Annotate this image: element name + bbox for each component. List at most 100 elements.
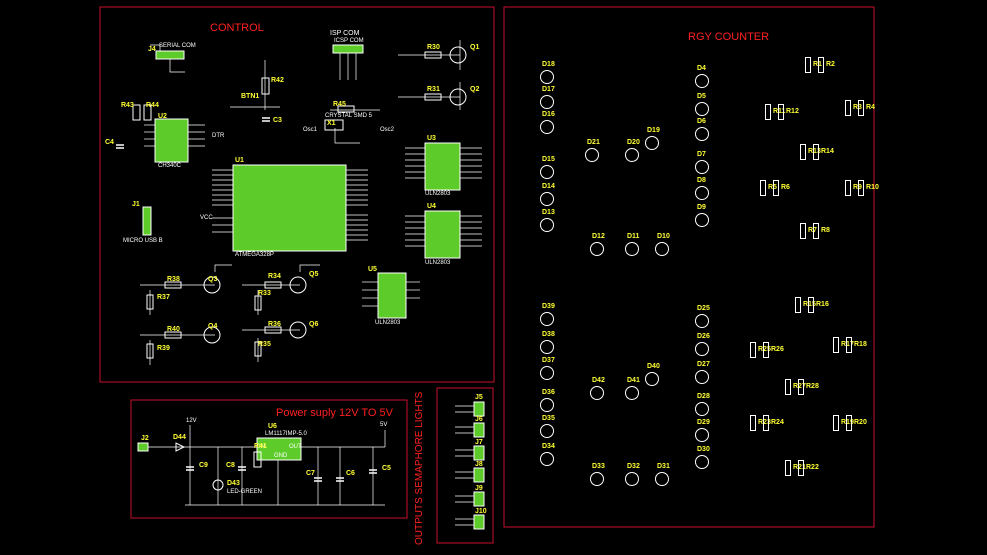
u6-in: IN bbox=[259, 444, 265, 450]
c9-ref: C9 bbox=[199, 462, 208, 469]
resistor-r16-ref: R16 bbox=[816, 301, 829, 308]
d43-part: LED-GREEN bbox=[227, 489, 263, 495]
resistor-r9 bbox=[845, 180, 851, 196]
resistor-r2 bbox=[818, 57, 824, 73]
resistor-r25-ref: R25 bbox=[758, 346, 771, 353]
x1-ref: X1 bbox=[327, 120, 336, 127]
led-d26 bbox=[695, 342, 709, 356]
led-d39 bbox=[540, 312, 554, 326]
resistor-r16 bbox=[808, 297, 814, 313]
resistor-r6-ref: R6 bbox=[781, 184, 790, 191]
isp-sub: ICSP COM bbox=[334, 38, 364, 44]
output-j5-ref: J5 bbox=[475, 394, 483, 401]
led-d26-ref: D26 bbox=[697, 333, 710, 340]
led-d27-ref: D27 bbox=[697, 361, 710, 368]
r40-ref: R40 bbox=[167, 326, 180, 333]
j2-ref: J2 bbox=[141, 435, 149, 442]
r42-ref: R42 bbox=[271, 77, 284, 84]
power-title: Power suply 12V TO 5V bbox=[276, 407, 393, 419]
output-j7-ref: J7 bbox=[475, 439, 483, 446]
led-d35 bbox=[540, 424, 554, 438]
q4-ref: Q4 bbox=[208, 323, 218, 330]
led-d14-ref: D14 bbox=[542, 183, 555, 190]
dtr-label: DTR bbox=[212, 133, 225, 139]
c8-ref: C8 bbox=[226, 462, 235, 469]
q6-ref: Q6 bbox=[309, 321, 319, 328]
led-d10 bbox=[655, 242, 669, 256]
resistor-r10 bbox=[858, 180, 864, 196]
led-d29 bbox=[695, 428, 709, 442]
vcc-label: VCC bbox=[200, 215, 213, 221]
u5-part: ULN2803 bbox=[375, 320, 401, 326]
led-d17 bbox=[540, 95, 554, 109]
c6-ref: C6 bbox=[346, 470, 355, 477]
led-d30 bbox=[695, 455, 709, 469]
resistor-r7 bbox=[800, 223, 806, 239]
u6-chip bbox=[256, 437, 302, 461]
isp-title: ISP COM bbox=[330, 30, 360, 37]
resistor-r14-ref: R14 bbox=[821, 148, 834, 155]
led-d41-ref: D41 bbox=[627, 377, 640, 384]
resistor-r5 bbox=[760, 180, 766, 196]
resistor-r7-ref: R7 bbox=[808, 227, 817, 234]
resistor-r24-ref: R24 bbox=[771, 419, 784, 426]
u2-chip bbox=[154, 118, 189, 163]
resistor-r17 bbox=[833, 337, 839, 353]
led-d40-ref: D40 bbox=[647, 363, 660, 370]
resistor-r15 bbox=[795, 297, 801, 313]
led-d39-ref: D39 bbox=[542, 303, 555, 310]
led-d6-ref: D6 bbox=[697, 118, 706, 125]
r30-ref: R30 bbox=[427, 44, 440, 51]
led-d4 bbox=[695, 74, 709, 88]
resistor-r22 bbox=[798, 460, 804, 476]
osc2-label: Osc2 bbox=[380, 127, 395, 133]
q2-ref: Q2 bbox=[470, 86, 480, 93]
r34-ref: R34 bbox=[268, 273, 281, 280]
v12-label: 12V bbox=[186, 418, 197, 424]
u4-part: ULN2803 bbox=[425, 260, 451, 266]
output-j8-ref: J8 bbox=[475, 461, 483, 468]
resistor-r17-ref: R17 bbox=[841, 341, 854, 348]
d43-ref: D43 bbox=[227, 480, 240, 487]
control-title: CONTROL bbox=[210, 22, 264, 34]
resistor-r27 bbox=[785, 379, 791, 395]
resistor-r20-ref: R20 bbox=[854, 419, 867, 426]
led-d28-ref: D28 bbox=[697, 393, 710, 400]
led-d19-ref: D19 bbox=[647, 127, 660, 134]
led-d7 bbox=[695, 160, 709, 174]
resistor-r11 bbox=[765, 104, 771, 120]
resistor-r8-ref: R8 bbox=[821, 227, 830, 234]
r39-ref: R39 bbox=[157, 345, 170, 352]
u1-chip bbox=[232, 164, 347, 252]
led-d36-ref: D36 bbox=[542, 389, 555, 396]
u3-part: ULN2803 bbox=[425, 191, 451, 197]
r41-ref: R41 bbox=[254, 443, 267, 450]
r44-ref: R44 bbox=[146, 102, 159, 109]
r33-ref: R33 bbox=[258, 290, 271, 297]
resistor-r19 bbox=[833, 415, 839, 431]
resistor-r13-ref: R13 bbox=[808, 148, 821, 155]
led-d19 bbox=[645, 136, 659, 150]
led-d7-ref: D7 bbox=[697, 151, 706, 158]
resistor-r11-ref: R11 bbox=[773, 108, 786, 115]
led-d15 bbox=[540, 165, 554, 179]
led-d32-ref: D32 bbox=[627, 463, 640, 470]
resistor-r4-ref: R4 bbox=[866, 104, 875, 111]
led-d15-ref: D15 bbox=[542, 156, 555, 163]
resistor-r19-ref: R19 bbox=[841, 419, 854, 426]
j4-ref: J4 bbox=[148, 46, 156, 53]
led-d41 bbox=[625, 386, 639, 400]
led-d21-ref: D21 bbox=[587, 139, 600, 146]
led-d35-ref: D35 bbox=[542, 415, 555, 422]
led-d9-ref: D9 bbox=[697, 204, 706, 211]
led-d20 bbox=[625, 148, 639, 162]
led-d13 bbox=[540, 218, 554, 232]
resistor-r21-ref: R21 bbox=[793, 464, 806, 471]
led-d20-ref: D20 bbox=[627, 139, 640, 146]
led-d18 bbox=[540, 70, 554, 84]
u5-ref: U5 bbox=[368, 266, 377, 273]
r45-ref: R45 bbox=[333, 101, 346, 108]
resistor-r10-ref: R10 bbox=[866, 184, 879, 191]
r43-ref: R43 bbox=[121, 102, 134, 109]
led-d11-ref: D11 bbox=[627, 233, 640, 240]
